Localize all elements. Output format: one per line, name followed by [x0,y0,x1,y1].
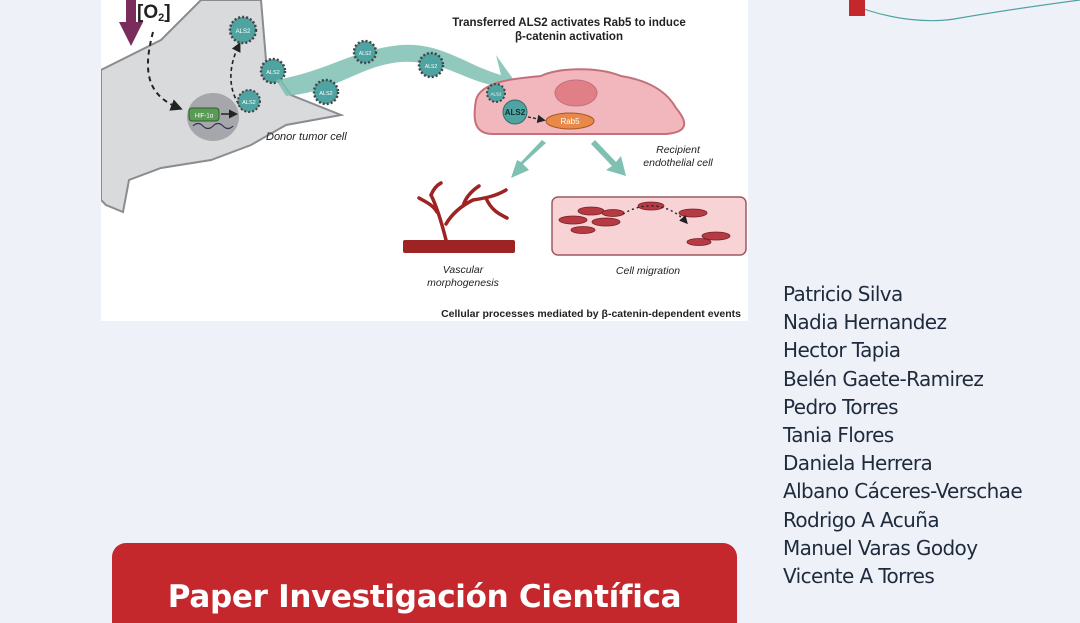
svg-text:ALS2: ALS2 [319,91,332,97]
recipient-label-line2: endothelial cell [643,157,713,169]
svg-text:ALS2: ALS2 [236,29,251,35]
vesicle-recipient: ALS2 [486,83,506,103]
figure-caption: Cellular processes mediated by β-catenin… [441,308,741,320]
vesicle-top: ALS2 [228,15,258,45]
svg-text:ALS2: ALS2 [359,51,371,57]
svg-text:ALS2: ALS2 [242,100,255,106]
title-banner: Paper Investigación Científica [112,543,737,623]
als2-rab5-arrow [527,114,546,124]
vesicle-transit-3: ALS2 [417,51,445,79]
svg-text:ALS2: ALS2 [425,64,437,70]
branch-arrow-left [511,140,546,178]
als2-protein: ALS2 [502,99,528,125]
vessel-branches [417,181,509,242]
branch-arrow-right [591,140,626,176]
author-name: Rodrigo A Acuña [783,507,940,532]
migrating-cells [558,201,731,246]
author-name: Tania Flores [783,423,894,448]
oxygen-label: [O2] [137,2,171,24]
figure-svg: HIF-1α [O2] ALS2 ALS2 ALS2 [101,0,747,320]
decorative-orbit [849,0,1080,22]
hif-1a-box [188,107,220,122]
oxygen-arrow-head [119,22,143,46]
author-name: Vicente A Torres [783,564,935,589]
oxygen-arrow-shaft [126,0,136,24]
vascular-label-line2: morphogenesis [427,277,500,289]
decorative-square [849,0,865,16]
migration-label: Cell migration [616,265,680,277]
vesicle-transit-1: ALS2 [312,78,340,106]
author-name: Belén Gaete-Ramirez [783,366,984,391]
author-name: Pedro Torres [783,394,899,419]
blood-vessel [403,240,515,253]
svg-text:ALS2: ALS2 [490,92,502,97]
dashed-arrow-vesicle [230,42,244,111]
figure-heading-line2: β-catenin activation [515,31,623,43]
vesicle-left: ALS2 [259,57,287,85]
hif-1a-label: HIF-1α [195,114,214,120]
recipient-nucleus [554,79,598,107]
figure-illustration: HIF-1α [O2] ALS2 ALS2 ALS2 [101,0,748,321]
svg-text:Rab5: Rab5 [560,117,580,126]
svg-text:ALS2: ALS2 [266,70,279,76]
migration-dotted-arrow [622,205,688,225]
svg-text:ALS2: ALS2 [505,108,526,117]
author-name: Albano Cáceres-Verschae [783,479,1023,504]
vascular-label-line1: Vascular [443,264,484,276]
author-name: Patricio Silva [783,282,903,306]
vesicle-inner: ALS2 [237,89,261,113]
vesicle-transit-2: ALS2 [352,39,378,65]
banner-title: Paper Investigación Científica [167,579,682,615]
author-name: Manuel Varas Godoy [783,535,978,560]
author-name: Nadia Hernandez [783,310,947,335]
dna-strand [192,122,234,130]
recipient-label-line1: Recipient [656,144,701,156]
transfer-arrow [276,44,521,100]
author-name: Daniela Herrera [783,451,933,476]
rab5-protein: Rab5 [545,112,595,130]
author-name: Hector Tapia [783,338,901,363]
dashed-arrow-nucleus [146,31,183,111]
figure-heading-line1: Transferred ALS2 activates Rab5 to induc… [452,17,686,29]
donor-cell-label: Donor tumor cell [266,131,347,143]
